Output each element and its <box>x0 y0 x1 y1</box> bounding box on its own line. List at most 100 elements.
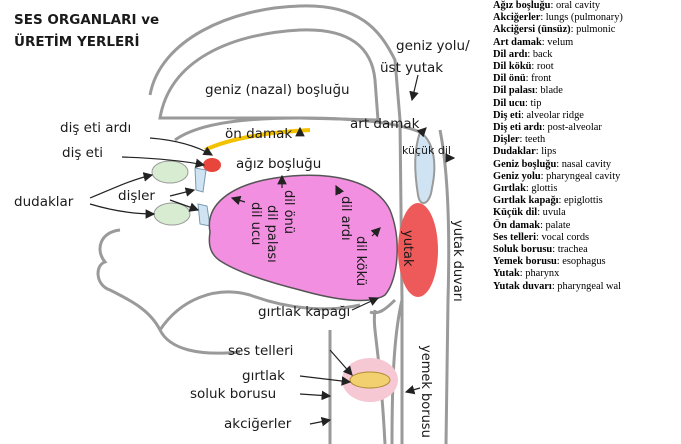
glossary-definition: : pharynx <box>520 268 560 279</box>
glossary-item: Dil ucu: tip <box>493 98 681 110</box>
glossary-definition: : esophagus <box>557 256 606 267</box>
glossary-definition: : blade <box>535 85 563 96</box>
label-soluk-borusu: soluk borusu <box>190 386 276 402</box>
label-geniz-boslugu: geniz (nazal) boşluğu <box>205 82 350 98</box>
glossary-term: Ön damak <box>493 220 540 231</box>
glossary-definition: : velum <box>542 37 573 48</box>
glossary-term: Dil önü <box>493 73 526 84</box>
glossary-term: Soluk borusu <box>493 244 552 255</box>
glossary-item: Dil ardı: back <box>493 49 681 61</box>
glossary-term: Yutak <box>493 268 520 279</box>
upper-lip-shape <box>152 161 188 183</box>
glossary-term: Art damak <box>493 37 542 48</box>
glossary-term: Ağız boşluğu <box>493 0 550 11</box>
glossary-definition: : back <box>527 49 552 60</box>
glossary-term: Dil kökü <box>493 61 531 72</box>
glossary-definition: : trachea <box>552 244 587 255</box>
glossary-definition: : pharyngeal wal <box>552 281 621 292</box>
glossary-term: Gırtlak kapağı <box>493 195 559 206</box>
lower-lip-shape <box>154 203 190 225</box>
glossary-item: Dil palası: blade <box>493 85 681 97</box>
label-dil-onu: dil önü <box>281 190 296 234</box>
glossary-term: Akciğerler <box>493 12 540 23</box>
glossary-term: Yutak duvarı <box>493 281 552 292</box>
glossary-item: Ağız boşluğu: oral cavity <box>493 0 681 12</box>
label-dudaklar: dudaklar <box>14 194 74 210</box>
glossary-item: Gırtlak: glottis <box>493 183 681 195</box>
glossary-item: Ön damak: palate <box>493 220 681 232</box>
label-ust-yutak: üst yutak <box>380 60 443 76</box>
nasal-cavity-shape <box>160 30 378 120</box>
glossary-item: Ses telleri: vocal cords <box>493 232 681 244</box>
glossary-term: Dil ardı <box>493 49 527 60</box>
glossary-item: Soluk borusu: trachea <box>493 244 681 256</box>
uvula-shape <box>415 132 434 203</box>
glossary-term: Küçük dil <box>493 207 537 218</box>
glossary-definition: : vocal cords <box>536 232 589 243</box>
glossary-item: Yutak: pharynx <box>493 268 681 280</box>
glossary-definition: : post-alveolar <box>542 122 602 133</box>
glossary-item: Dişler: teeth <box>493 134 681 146</box>
glossary-term: Geniz boşluğu <box>493 159 556 170</box>
label-girtlak: gırtlak <box>242 368 285 384</box>
vocal-cords-shape <box>350 372 390 388</box>
label-yutak: yutak <box>400 230 415 267</box>
glossary-item: Dil kökü: root <box>493 61 681 73</box>
glossary-definition: : glottis <box>526 183 557 194</box>
diagram-title-line2: ÜRETİM YERLERİ <box>14 32 140 50</box>
diagram-title-line1: SES ORGANLARI ve <box>14 12 159 28</box>
label-dil-koku: dil kökü <box>353 236 368 286</box>
label-dis-eti-ardi: diş eti ardı <box>60 120 131 136</box>
glossary-definition: : alveolar ridge <box>521 110 584 121</box>
glossary-definition: : pulmonic <box>571 24 616 35</box>
label-dil-palasi: dil palası <box>264 205 279 263</box>
glossary-item: Akciğerler: lungs (pulmonary) <box>493 12 681 24</box>
label-dil-ardi: dil ardı <box>338 196 353 241</box>
glossary-definition: : front <box>526 73 552 84</box>
glossary-definition: : teeth <box>520 134 546 145</box>
label-disler: dişler <box>118 188 155 204</box>
glossary-term: Yemek borusu <box>493 256 557 267</box>
label-dil-ucu: dil ucu <box>248 202 263 245</box>
glossary-item: Küçük dil: uvula <box>493 207 681 219</box>
glossary-item: Yutak duvarı: pharyngeal wal <box>493 281 681 293</box>
glossary-item: Dil önü: front <box>493 73 681 85</box>
glossary-term: Diş eti ardı <box>493 122 542 133</box>
glossary-item: Yemek borusu: esophagus <box>493 256 681 268</box>
glossary-term: Diş eti <box>493 110 521 121</box>
glossary-term: Dil ucu <box>493 98 525 109</box>
label-geniz-yolu: geniz yolu/ <box>396 38 470 54</box>
glossary-definition: : epiglottis <box>559 195 603 206</box>
glossary-item: Diş eti ardı: post-alveolar <box>493 122 681 134</box>
glossary-item: Geniz boşluğu: nasal cavity <box>493 159 681 171</box>
glossary-definition: : lungs (pulmonary) <box>540 12 623 23</box>
pharyngeal-wall-outline <box>440 130 449 444</box>
label-agiz-boslugu: ağız boşluğu <box>236 156 321 172</box>
label-art-damak: art damak <box>350 116 420 132</box>
glossary-term: Dişler <box>493 134 520 145</box>
label-yemek-borusu: yemek borusu <box>418 345 433 438</box>
glossary-term: Akciğersi (ünsüz) <box>493 24 571 35</box>
glossary-item: Akciğersi (ünsüz): pulmonic <box>493 24 681 36</box>
label-ses-telleri: ses telleri <box>228 343 293 359</box>
tongue-shape <box>209 175 397 300</box>
glossary-item: Art damak: velum <box>493 37 681 49</box>
lower-tooth-shape <box>198 204 210 226</box>
glossary-definition: : oral cavity <box>550 0 600 11</box>
glossary-definition: : root <box>531 61 553 72</box>
glossary-definition: : palate <box>540 220 570 231</box>
glossary-definition: : tip <box>525 98 541 109</box>
glossary-item: Geniz yolu: pharyngeal cavity <box>493 171 681 183</box>
glossary-item: Gırtlak kapağı: epiglottis <box>493 195 681 207</box>
glossary-term: Ses telleri <box>493 232 536 243</box>
glossary-item: Diş eti: alveolar ridge <box>493 110 681 122</box>
glossary-definition: : lips <box>536 146 557 157</box>
glossary-term: Gırtlak <box>493 183 526 194</box>
label-on-damak: ön damak <box>225 126 292 142</box>
label-akcigerler: akciğerler <box>224 416 292 432</box>
glossary-term: Dudaklar <box>493 146 536 157</box>
label-girtlak-kapagi: gırtlak kapağı <box>258 304 350 320</box>
glossary-item: Dudaklar: lips <box>493 146 681 158</box>
label-kucuk-dil: küçük dil <box>402 144 451 157</box>
